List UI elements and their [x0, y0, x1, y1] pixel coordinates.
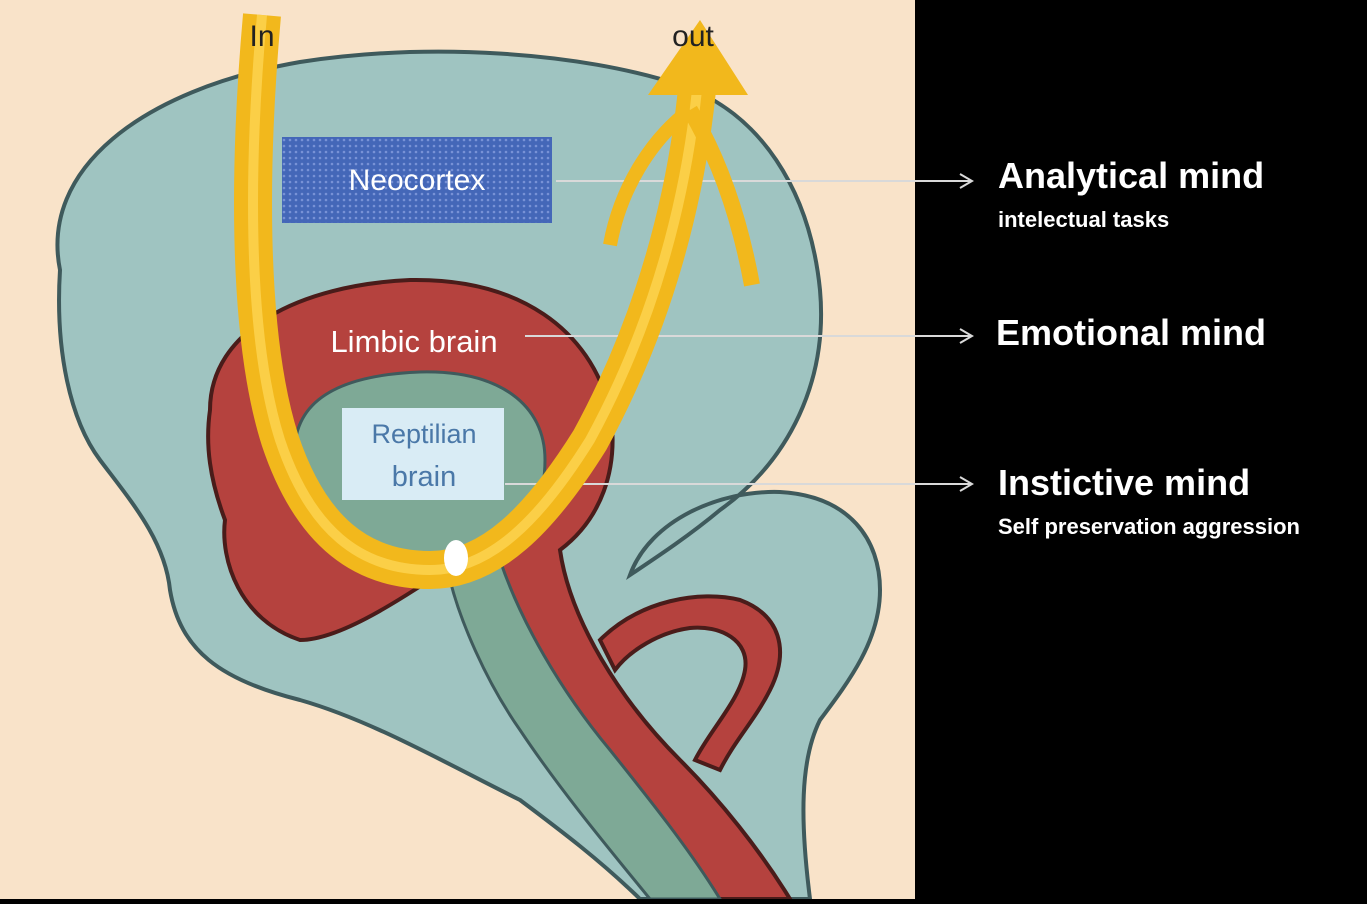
reptilian-label-line2: brain: [392, 461, 457, 493]
reptilian-label-line1: Reptilian: [371, 419, 476, 449]
emotional-mind-title: Emotional mind: [996, 312, 1266, 353]
neocortex-label: Neocortex: [349, 164, 486, 197]
center-node: [444, 540, 468, 576]
analytical-mind-subtitle: intelectual tasks: [998, 207, 1169, 232]
in-label: In: [249, 20, 274, 53]
instinctive-mind-subtitle: Self preservation aggression: [998, 514, 1300, 539]
instinctive-mind-title: Instictive mind: [998, 462, 1250, 503]
analytical-mind-title: Analytical mind: [998, 155, 1264, 196]
out-label: out: [672, 20, 714, 53]
limbic-label: Limbic brain: [330, 324, 497, 359]
